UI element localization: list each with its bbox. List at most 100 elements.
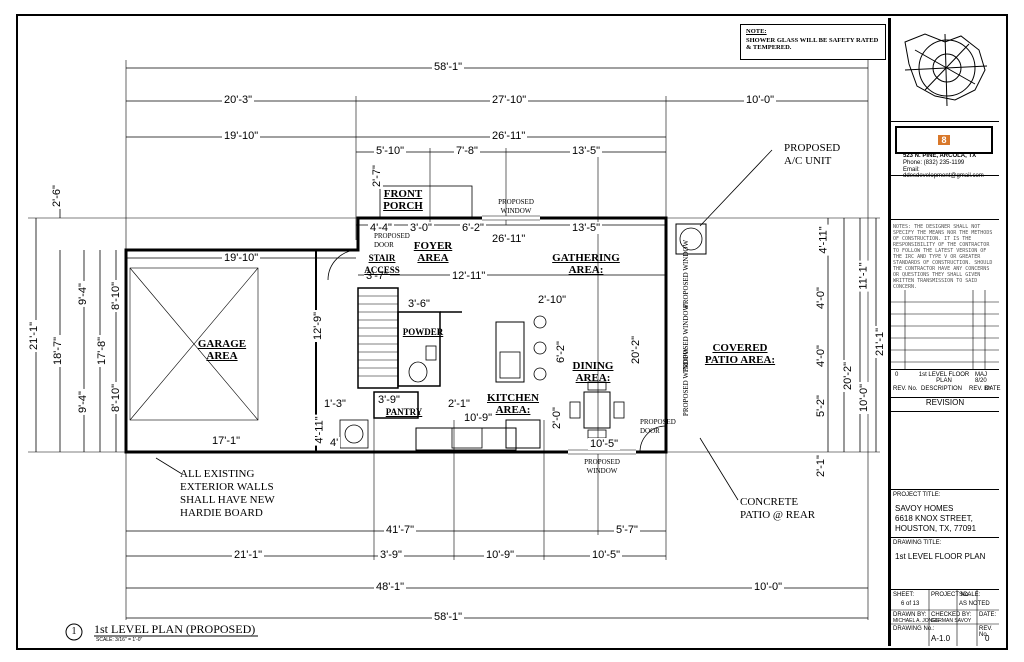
dim-inner-109: 10'-9" bbox=[462, 412, 495, 424]
dim-inner-129: 12'-9" bbox=[312, 309, 325, 343]
company-email: Email: ddesdevelopment@gmail.com bbox=[903, 167, 984, 179]
dim-left-810a: 8'-10" bbox=[110, 279, 123, 313]
dim-top-g: 7'-8" bbox=[454, 145, 480, 157]
checked-by: GERMAN SAVOY bbox=[931, 618, 972, 624]
drawn-by: MICHAEL A. JONES bbox=[893, 618, 939, 624]
dim-top-f: 5'-10" bbox=[374, 145, 407, 157]
dim-inner-2611: 26'-11" bbox=[490, 233, 528, 245]
dim-left-94b: 9'-4" bbox=[76, 389, 89, 415]
dim-right-111: 11'-1" bbox=[857, 260, 870, 292]
revision-header: REVISION bbox=[891, 398, 999, 412]
col-by: REV. BY bbox=[969, 386, 993, 392]
dim-porch-30: 3'-0" bbox=[408, 222, 434, 234]
rev-desc: 1st LEVEL FLOOR PLAN bbox=[918, 372, 970, 384]
drawing-sheet bbox=[16, 14, 1008, 650]
dim-bot-211: 21'-1" bbox=[232, 549, 265, 561]
logo-mark: 8 bbox=[938, 135, 950, 145]
dim-stair-37: 3'-7" bbox=[364, 270, 390, 282]
dim-porch-44: 4'-4" bbox=[368, 222, 394, 234]
dim-right-411: 4'-11" bbox=[817, 224, 830, 256]
dim-bot-100: 10'-0" bbox=[752, 581, 785, 593]
drawing-title-block: DRAWING TITLE: 1st LEVEL FLOOR PLAN bbox=[891, 538, 999, 590]
dim-right-52: 5'-2" bbox=[814, 393, 827, 419]
project-line1: SAVOY HOMES bbox=[895, 504, 954, 513]
dim-bot-39: 3'-9" bbox=[378, 549, 404, 561]
room-kitchen: KITCHEN AREA: bbox=[487, 392, 539, 416]
dim-inner-13: 1'-3" bbox=[322, 398, 348, 410]
blank-block bbox=[891, 176, 999, 220]
drawing-title: 1st LEVEL FLOOR PLAN bbox=[895, 552, 986, 561]
room-foyer: FOYER AREA bbox=[413, 240, 453, 264]
dim-porch-27: 2'-7" bbox=[370, 163, 383, 189]
label-ac-unit: PROPOSED A/C UNIT bbox=[784, 142, 841, 167]
room-powder: POWDER bbox=[402, 327, 444, 337]
col-date: DATE bbox=[985, 386, 1001, 392]
drawing-no: A-1.0 bbox=[931, 634, 951, 643]
dim-garage-171: 17'-1" bbox=[210, 435, 243, 447]
sheet-grid bbox=[891, 590, 999, 646]
dim-top-b: 27'-10" bbox=[490, 94, 529, 106]
company-address: 523 N. PINE, ARCOLA, TX bbox=[903, 153, 977, 159]
dim-top-d: 19'-10" bbox=[222, 130, 261, 142]
revision-row: 0 1st LEVEL FLOOR PLAN MAJ 8/20 REV. No.… bbox=[891, 370, 1001, 398]
dim-top-a: 20'-3" bbox=[222, 94, 255, 106]
dim-right-21: 2'-1" bbox=[814, 453, 827, 479]
dim-inner-1211: 12'-11" bbox=[450, 270, 488, 282]
date-label: DATE: bbox=[979, 612, 997, 618]
label-proposed-door-rear: PROPOSED DOOR bbox=[640, 418, 676, 435]
sheet-label: SHEET: bbox=[893, 592, 915, 598]
dim-inner-36: 3'-6" bbox=[406, 298, 432, 310]
dim-inner-105: 10'-5" bbox=[588, 438, 621, 450]
rev-date: MAJ 8/20 bbox=[975, 372, 987, 384]
notes-block: NOTES: THE DESIGNER SHALL NOT SPECIFY TH… bbox=[891, 220, 999, 370]
dim-inner-4: 4' bbox=[328, 437, 341, 449]
room-covered-patio: COVERED PATIO AREA: bbox=[704, 342, 776, 366]
company-phone: Phone: (832) 235-1199 bbox=[903, 160, 965, 166]
drawn-by-label: DRAWN BY: bbox=[893, 612, 927, 618]
note-text: SHOWER GLASS WILL BE SAFETY RATED & TEMP… bbox=[746, 37, 879, 51]
plan-title: 1st LEVEL PLAN (PROPOSED) bbox=[94, 622, 256, 636]
dim-inner-202: 20'-2" bbox=[630, 333, 643, 367]
dim-porch-62: 6'-2" bbox=[460, 222, 486, 234]
vicinity-map bbox=[891, 18, 999, 122]
dim-bot-57: 5'-7" bbox=[614, 524, 640, 536]
room-garage: GARAGE AREA bbox=[197, 338, 247, 362]
project-block: PROJECT TITLE: SAVOY HOMES 6618 KNOX STR… bbox=[891, 490, 999, 538]
dim-left-211: 21'-1" bbox=[28, 319, 41, 353]
dim-left-178: 17'-8" bbox=[96, 334, 109, 368]
dim-porch-135: 13'-5" bbox=[570, 222, 603, 234]
dim-bot-109: 10'-9" bbox=[484, 549, 517, 561]
blank-block-2 bbox=[891, 412, 999, 490]
scale-label: SCALE: bbox=[959, 592, 981, 598]
col-desc: DESCRIPTION bbox=[921, 386, 963, 392]
dim-inner-210: 2'-10" bbox=[536, 294, 569, 306]
dim-inner-20: 2'-0" bbox=[550, 405, 563, 431]
rev-no: 0 bbox=[895, 372, 899, 378]
room-pantry: PANTRY bbox=[385, 407, 423, 417]
project-line2: 6618 KNOX STREET, bbox=[895, 514, 973, 523]
project-line3: HOUSTON, TX, 77091 bbox=[895, 524, 977, 533]
plan-scale: SCALE: 3/16" = 1'-0" bbox=[96, 637, 143, 643]
dim-top-e: 26'-11" bbox=[490, 130, 528, 142]
dim-garage-1910: 19'-10" bbox=[222, 252, 261, 264]
project-title-label: PROJECT TITLE: bbox=[893, 492, 941, 498]
revision-grid bbox=[891, 290, 999, 370]
dim-right-40b: 4'-0" bbox=[814, 343, 827, 369]
dim-left-26: 2'-6" bbox=[50, 183, 63, 209]
label-proposed-window-3: PROPOSED WINDOW bbox=[682, 347, 691, 417]
dim-inner-411: 4'-11" bbox=[313, 414, 326, 446]
drawing-title-label: DRAWING TITLE: bbox=[893, 540, 942, 546]
dim-top-c: 10'-0" bbox=[744, 94, 777, 106]
disclaimer-text: NOTES: THE DESIGNER SHALL NOT SPECIFY TH… bbox=[893, 224, 993, 290]
dim-bot-417: 41'-7" bbox=[384, 524, 417, 536]
vicinity-map-icon bbox=[904, 33, 988, 107]
label-concrete-patio: CONCRETE PATIO @ REAR bbox=[740, 496, 816, 521]
dim-left-94a: 9'-4" bbox=[76, 281, 89, 307]
drawing-no-label: DRAWING No.: bbox=[893, 626, 935, 632]
company-logo: 8 bbox=[895, 126, 993, 154]
label-proposed-door-front: PROPOSED DOOR bbox=[374, 232, 410, 249]
dim-top-h: 13'-5" bbox=[570, 145, 603, 157]
sheet-value: 6 of 13 bbox=[901, 601, 920, 607]
col-rev: REV. No. bbox=[893, 386, 918, 392]
scale-value: AS NOTED bbox=[959, 601, 990, 607]
